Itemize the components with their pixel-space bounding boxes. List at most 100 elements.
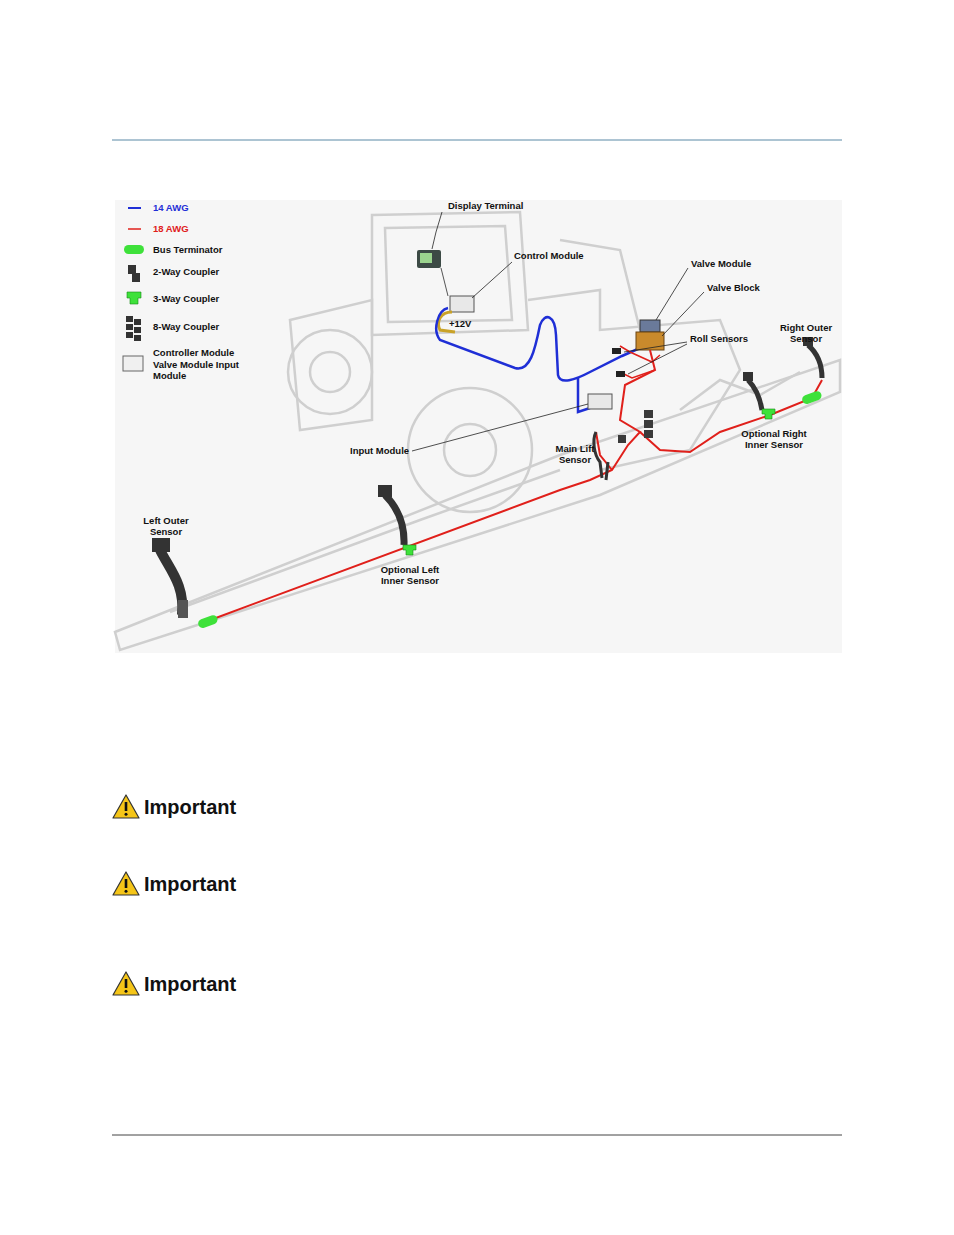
component-label: Display Terminal <box>448 200 523 211</box>
warning-icon <box>113 795 139 818</box>
legend-text: 3-Way Coupler <box>153 293 219 305</box>
coupler-part <box>126 332 133 338</box>
warning-dot <box>125 813 128 816</box>
leader-line <box>662 292 704 336</box>
warning-mark <box>125 802 128 811</box>
right-outer-sensor-icon <box>808 345 822 378</box>
footer-rule <box>112 1135 842 1136</box>
coupler-part <box>126 316 133 322</box>
leader-line <box>472 262 512 298</box>
header-rule <box>112 140 842 141</box>
display-cable <box>441 268 448 296</box>
cab-outline <box>372 212 528 335</box>
legend-line-sample <box>128 228 141 230</box>
warning-mark <box>125 979 128 988</box>
warning-triangle <box>113 795 139 818</box>
warning-mark <box>125 879 128 888</box>
legend-eight-way-coupler <box>126 316 141 341</box>
important-heading: Important <box>144 972 236 996</box>
coupler-part <box>126 324 133 330</box>
sensor-mount <box>178 600 188 618</box>
right-inner-sensor-icon <box>748 380 762 410</box>
leader-line <box>432 212 442 249</box>
valve-module-icon <box>640 320 660 332</box>
sensor-head <box>152 538 170 552</box>
picture-ground <box>115 200 842 653</box>
warning-dot <box>125 990 128 993</box>
front-hub <box>310 352 350 392</box>
coupler-part <box>134 327 141 333</box>
legend-samples <box>123 208 144 371</box>
leader-line <box>628 344 687 374</box>
red-wire-lift <box>596 432 612 470</box>
leader-line <box>656 268 688 320</box>
warning-triangle <box>113 872 139 895</box>
legend-text: Bus Terminator <box>153 244 223 256</box>
sensor-label: Right Outer Sensor <box>774 322 838 344</box>
three-way-coupler-icon <box>403 545 416 555</box>
roll-sensor-icon <box>616 371 625 377</box>
important-heading: Important <box>144 872 236 896</box>
three-way-coupler-icon <box>762 409 775 419</box>
warning-icons <box>113 795 139 995</box>
cab-window <box>385 226 512 322</box>
main-lift-sensor-icon <box>594 432 608 480</box>
legend-text: 2-Way Coupler <box>153 266 219 278</box>
legend-three-way-coupler <box>127 292 141 304</box>
leader-lines <box>412 212 704 451</box>
warning-triangle <box>113 972 139 995</box>
hood-outline <box>290 300 372 430</box>
legend-text: 18 AWG <box>153 223 189 235</box>
red-wire-right <box>640 380 822 452</box>
coupler-part <box>644 410 653 418</box>
display-terminal-icon <box>417 250 441 268</box>
component-label: Valve Block <box>707 282 760 293</box>
coupler-part <box>644 430 653 438</box>
voltage-label: +12V <box>449 318 471 329</box>
component-label: Valve Module <box>691 258 751 269</box>
sensor-label: Optional Right Inner Sensor <box>735 428 813 450</box>
display-screen <box>420 253 432 263</box>
sprayer-outline <box>115 212 840 650</box>
red-wire-left <box>205 350 655 622</box>
warning-icon <box>113 872 139 895</box>
coupler-part <box>644 420 653 428</box>
coupler-part <box>618 435 626 443</box>
boom-truss <box>170 470 560 612</box>
red-wire-roll <box>620 346 660 362</box>
eight-way-coupler <box>618 410 653 443</box>
sensor-label: Left Outer Sensor <box>134 515 198 537</box>
rear-hub <box>444 424 496 476</box>
component-label: Roll Sensors <box>690 333 748 344</box>
control-module-icon <box>450 296 474 312</box>
coupler-part <box>134 335 141 341</box>
blue-wire <box>436 308 640 381</box>
front-wheel <box>288 330 372 414</box>
legend-bus-terminator <box>124 245 144 254</box>
boom-outline <box>115 360 840 650</box>
legend-line-sample <box>128 207 141 209</box>
rear-wheel <box>408 388 532 512</box>
bus-terminator-icon <box>197 614 219 629</box>
warning-icon <box>113 972 139 995</box>
legend-text: 14 AWG <box>153 202 189 214</box>
sensor-head <box>378 485 392 497</box>
leader-line <box>624 342 687 352</box>
legend-two-way-coupler <box>128 265 140 282</box>
important-heading: Important <box>144 795 236 819</box>
component-label: Input Module <box>350 445 409 456</box>
coupler-part <box>134 319 141 325</box>
legend-module <box>123 356 143 371</box>
legend-text: 8-Way Coupler <box>153 321 219 333</box>
valve-block-icon <box>636 332 664 350</box>
legend-text: Controller Module Valve Module Input Mod… <box>153 347 241 382</box>
input-module-icon <box>588 394 612 409</box>
bus-terminator-icon <box>801 390 823 405</box>
sensor-head <box>743 372 753 381</box>
left-inner-sensor-icon <box>385 495 404 545</box>
warning-dot <box>125 890 128 893</box>
roll-sensor-icon <box>612 348 621 354</box>
component-label: Control Module <box>514 250 584 261</box>
